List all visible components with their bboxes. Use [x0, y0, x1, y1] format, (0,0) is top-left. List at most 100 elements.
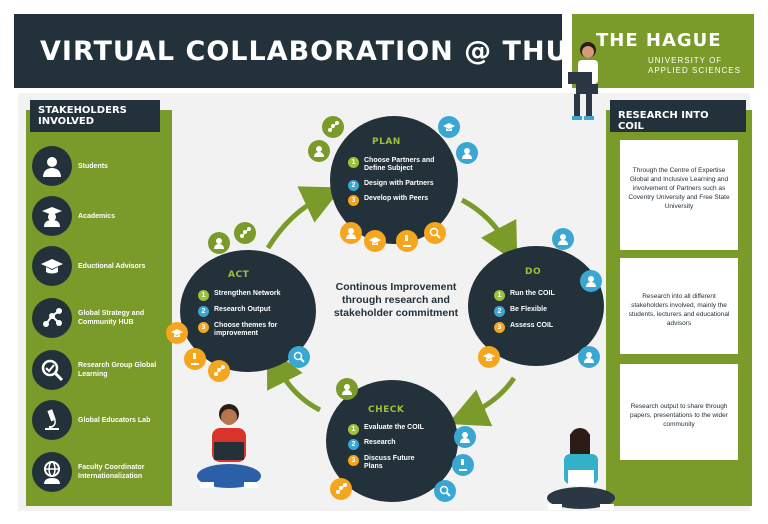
step-number: 3	[198, 322, 209, 333]
stakeholders-heading-line-2: INVOLVED	[38, 116, 95, 127]
mortarboard-icon	[438, 116, 460, 138]
university-logo: THE HAGUE UNIVERSITY OF APPLIED SCIENCES	[572, 14, 754, 88]
step-number: 2	[348, 180, 359, 191]
mortarboard-icon	[166, 322, 188, 344]
network-icon	[208, 360, 230, 382]
student-icon	[208, 232, 230, 254]
page-title: VIRTUAL COLLABORATION @ THUAS	[40, 36, 610, 67]
step-number: 1	[198, 290, 209, 301]
check-step-2: 2 Research	[348, 439, 448, 453]
arrow-plan-to-do	[460, 197, 518, 264]
check-step-3: 3 Discuss Future Plans	[348, 455, 424, 470]
step-number: 2	[494, 306, 505, 317]
man-with-laptop-illustration	[197, 404, 261, 488]
student-icon	[578, 346, 600, 368]
act-step-2: 2 Research Output	[198, 306, 298, 320]
stakeholder-label: Faculty Coordinator Internationalization	[78, 464, 145, 480]
step-text: Be Flexible	[510, 306, 547, 313]
mortarboard-icon	[32, 246, 72, 286]
woman-with-laptop-illustration	[568, 42, 598, 120]
globe-person-icon	[32, 452, 72, 492]
step-number: 2	[198, 306, 209, 317]
arrow-check-to-act	[267, 346, 322, 413]
network-icon	[322, 116, 344, 138]
research-card-2: Research into all different stakeholders…	[620, 258, 738, 354]
network-icon	[234, 222, 256, 244]
do-step-2: 2 Be Flexible	[494, 306, 594, 320]
mortarboard-icon	[478, 346, 500, 368]
step-text: Run the COIL	[510, 290, 555, 297]
student-icon	[336, 378, 358, 400]
step-number: 1	[348, 424, 359, 435]
microscope-icon	[184, 348, 206, 370]
student-icon	[456, 142, 478, 164]
student-icon	[340, 222, 362, 244]
stakeholder-label: Global Strategy and Community HUB	[78, 310, 145, 326]
act-step-1: 1 Strengthen Network	[198, 290, 298, 304]
graduation-cap-icon	[32, 196, 72, 236]
step-number: 3	[348, 455, 359, 466]
stakeholder-label: Global Educators Lab	[78, 416, 151, 424]
mortarboard-icon	[364, 230, 386, 252]
step-text: Discuss Future Plans	[364, 455, 415, 470]
stakeholder-academics: Academics	[32, 196, 168, 238]
magnifier-icon	[288, 346, 310, 368]
student-icon	[32, 146, 72, 186]
student-icon	[552, 228, 574, 250]
do-step-1: 1 Run the COIL	[494, 290, 594, 304]
step-text: Evaluate the COIL	[364, 424, 424, 431]
act-step-3: 3 Choose themes for improvement	[198, 322, 294, 337]
student-icon	[308, 140, 330, 162]
check-step-1: 1 Evaluate the COIL	[348, 424, 448, 438]
microscope-icon	[452, 454, 474, 476]
magnifier-icon	[32, 350, 72, 390]
magnifier-icon	[434, 480, 456, 502]
stakeholder-label: Eductional Advisors	[78, 262, 146, 270]
plan-step-2: 2 Design with Partners	[348, 180, 448, 194]
stakeholder-label: Research Group Global Learning	[78, 362, 157, 378]
stakeholder-global-strategy: Global Strategy and Community HUB	[32, 298, 168, 340]
step-text: Research	[364, 439, 396, 446]
stakeholder-educators-lab: Global Educators Lab	[32, 400, 168, 442]
research-card-3: Research output to share through papers,…	[620, 364, 738, 460]
microscope-icon	[396, 230, 418, 252]
do-title: DO	[525, 267, 542, 277]
microscope-icon	[32, 400, 72, 440]
logo-line-1: UNIVERSITY OF	[648, 56, 723, 65]
stakeholder-faculty-coordinator: Faculty Coordinator Internationalization	[32, 452, 168, 494]
step-number: 3	[348, 195, 359, 206]
check-title: CHECK	[368, 405, 405, 415]
step-text: Research Output	[214, 306, 271, 313]
step-number: 2	[348, 439, 359, 450]
logo-line-2: APPLIED SCIENCES	[648, 66, 741, 75]
stakeholder-advisors: Eductional Advisors	[32, 246, 168, 288]
stakeholder-students: Students	[32, 146, 168, 188]
arrow-act-to-plan	[265, 186, 343, 250]
stakeholders-heading: STAKEHOLDERS INVOLVED	[30, 100, 160, 132]
step-text: Assess COIL	[510, 322, 554, 329]
step-text: Design with Partners	[364, 180, 434, 187]
act-title: ACT	[228, 270, 250, 280]
stakeholder-label: Academics	[78, 212, 115, 220]
network-icon	[330, 478, 352, 500]
plan-step-1: 1 Choose Partners and Define Subject	[348, 157, 448, 172]
plan-step-3: 3 Develop with Peers	[348, 195, 448, 209]
do-step-3: 3 Assess COIL	[494, 322, 594, 336]
step-text: Develop with Peers	[364, 195, 429, 202]
student-icon	[580, 270, 602, 292]
step-number: 1	[494, 290, 505, 301]
cycle-center-text: Continous Improvement through research a…	[333, 281, 459, 319]
arrow-do-to-check	[447, 376, 517, 427]
stakeholders-heading-line-1: STAKEHOLDERS	[38, 105, 127, 116]
research-card-1: Through the Centre of Expertise Global a…	[620, 140, 738, 250]
step-number: 3	[494, 322, 505, 333]
research-heading: RESEARCH INTO COIL	[610, 100, 746, 132]
woman-sitting-illustration	[547, 428, 615, 510]
logo-name: THE HAGUE	[596, 30, 722, 51]
network-icon	[32, 298, 72, 338]
stakeholder-label: Students	[78, 162, 108, 170]
title-bar: VIRTUAL COLLABORATION @ THUAS	[14, 14, 609, 88]
step-text: Strengthen Network	[214, 290, 281, 297]
student-icon	[454, 426, 476, 448]
step-number: 1	[348, 157, 359, 168]
